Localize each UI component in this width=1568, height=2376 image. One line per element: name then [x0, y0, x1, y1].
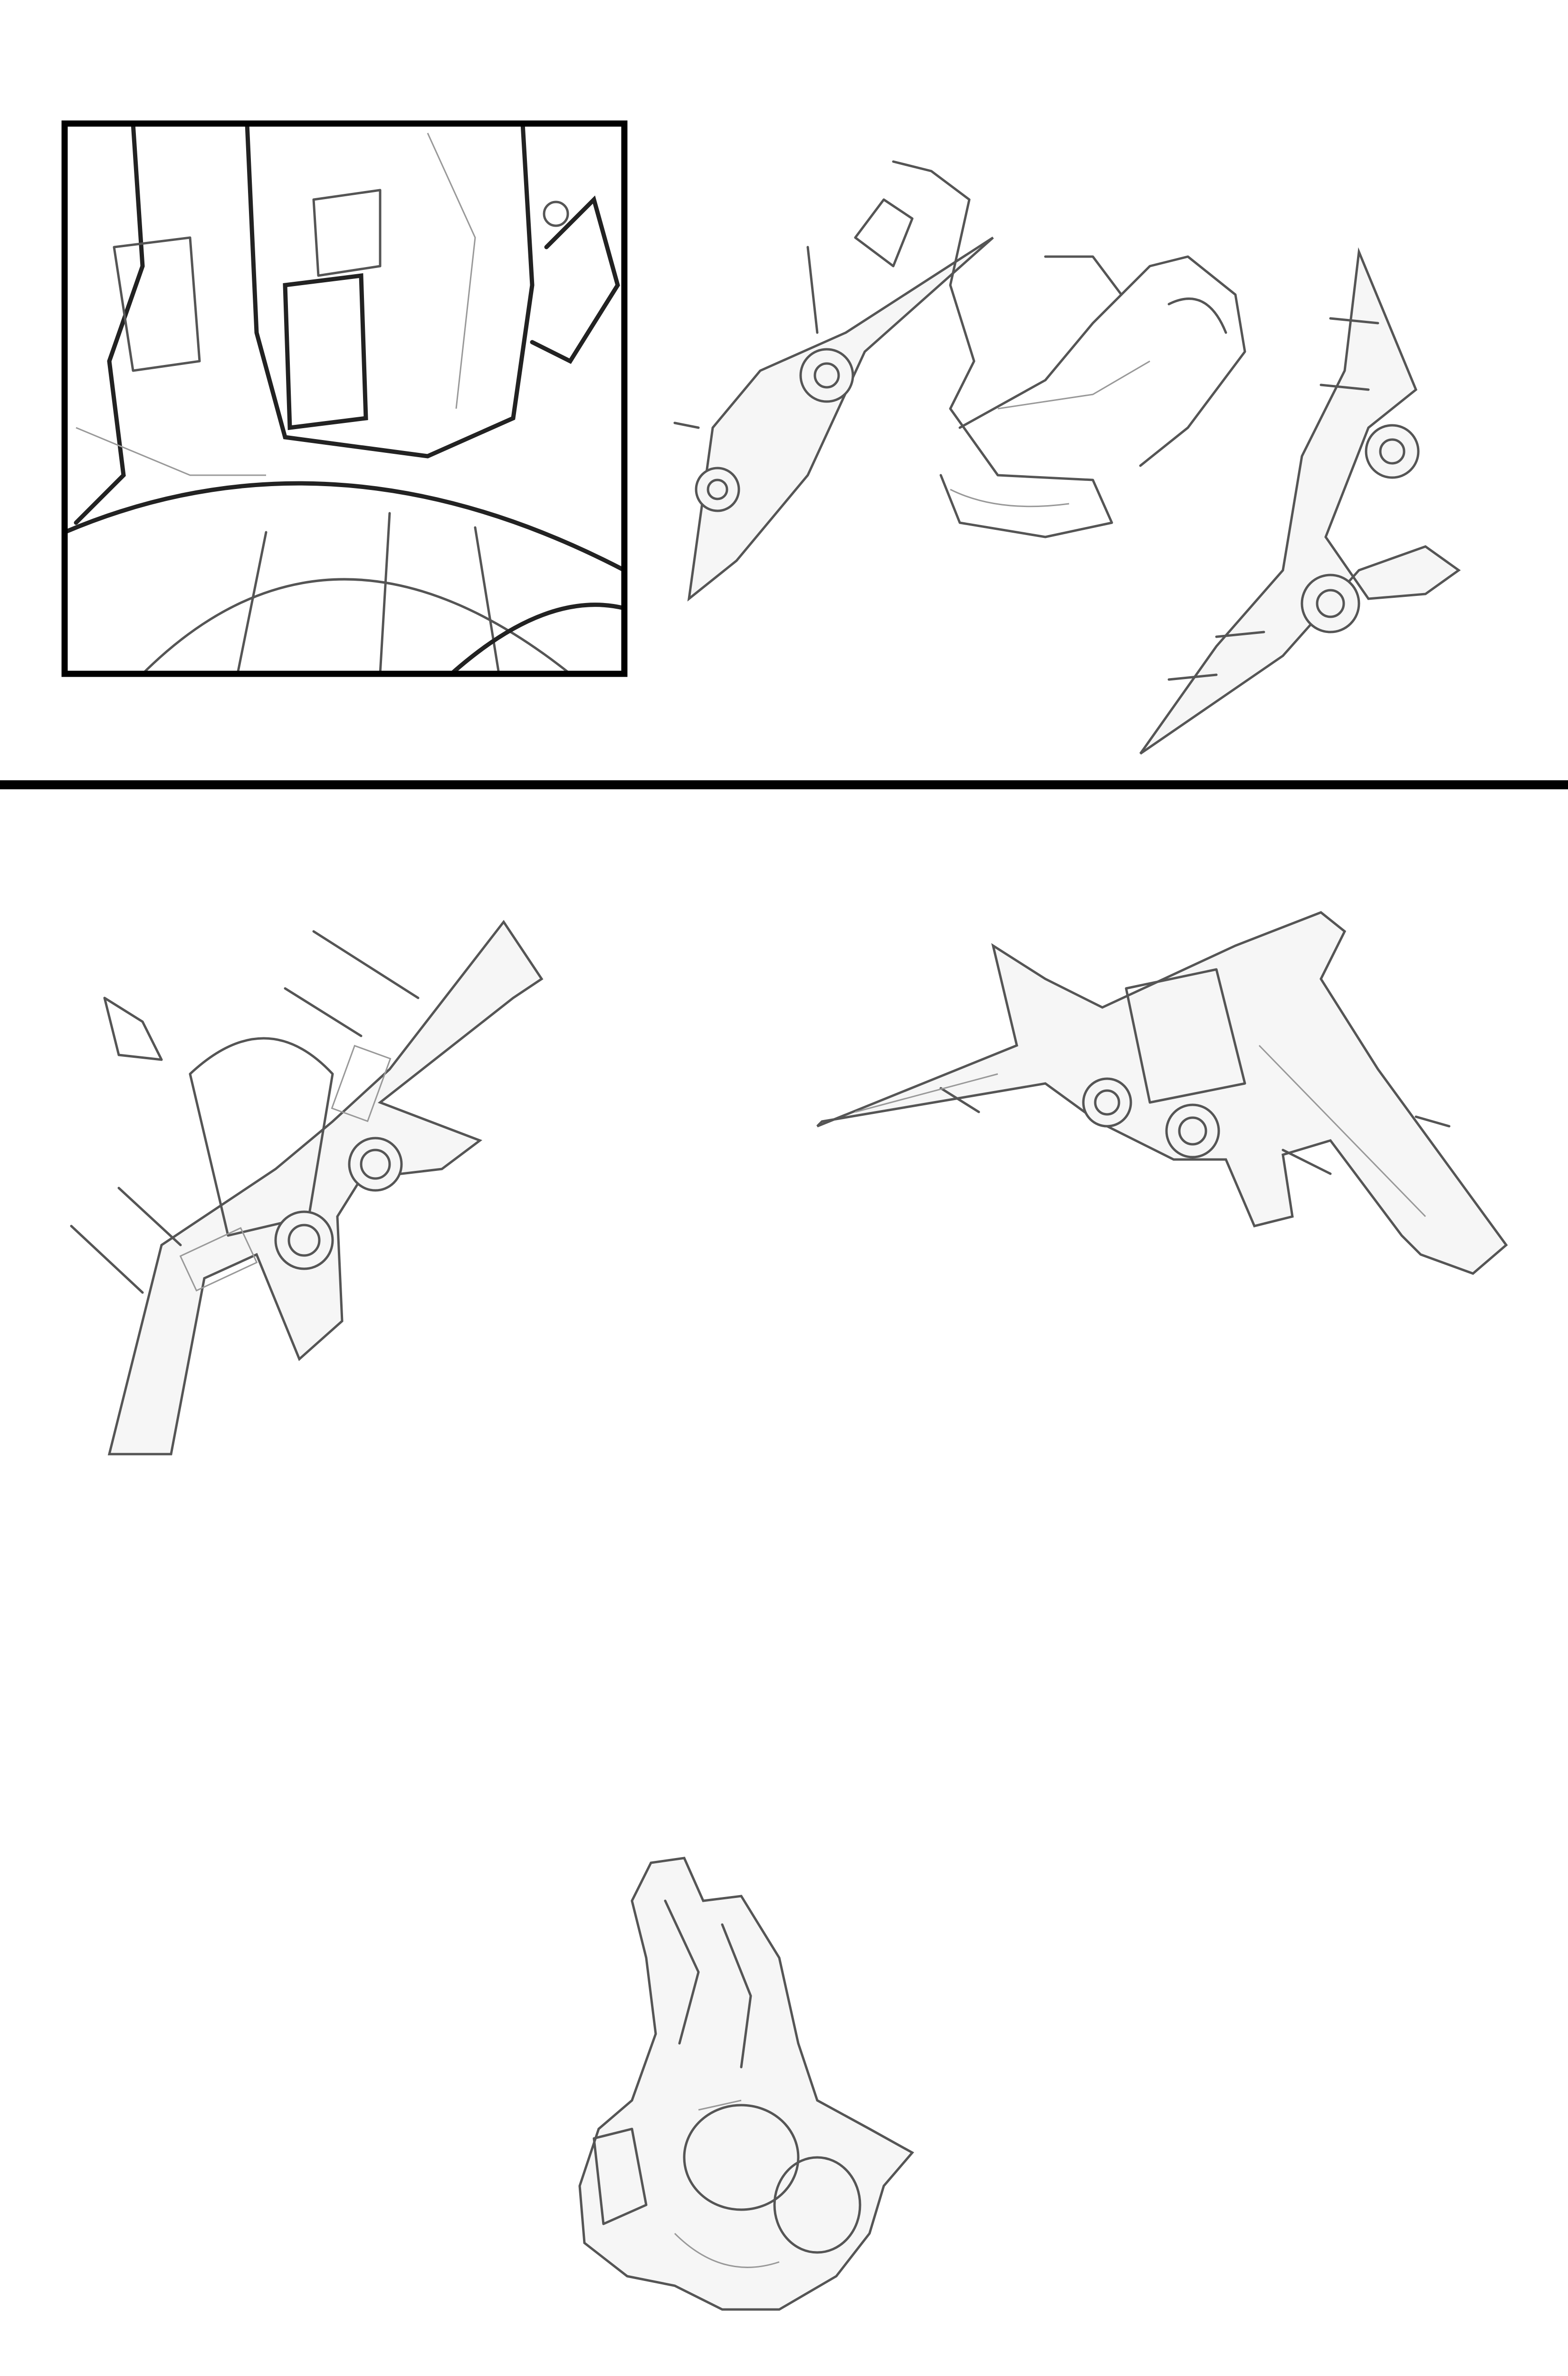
jet-side-sketch [1139, 247, 1461, 755]
pilot-figure [578, 1857, 914, 2311]
jet-rear-view [816, 911, 1508, 1275]
closeup-panel [61, 120, 628, 677]
panel-divider [0, 780, 1568, 789]
jet-top-view [70, 920, 544, 1456]
pilot-and-jets-sketch [673, 160, 1246, 602]
comic-page-artwork [0, 120, 1568, 2311]
